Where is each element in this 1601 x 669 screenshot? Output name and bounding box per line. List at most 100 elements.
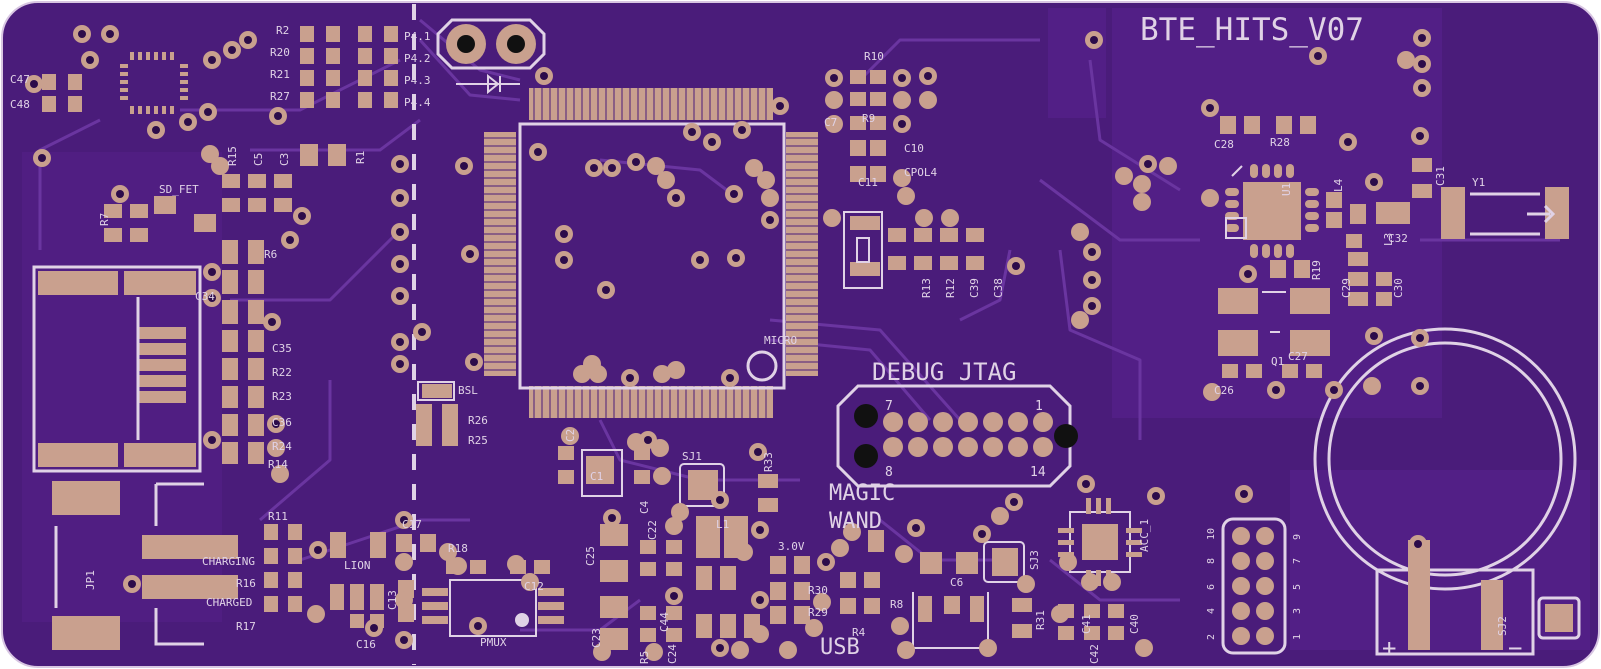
lion-label: LION <box>344 559 371 572</box>
header-num-6: 6 <box>1206 584 1217 590</box>
refdes-r25: R25 <box>468 434 488 447</box>
refdes-c44: C44 <box>658 612 671 632</box>
refdes-c23: C23 <box>590 628 603 648</box>
battery-plus-mark: + <box>1382 634 1396 662</box>
mcu-footprint <box>484 88 818 418</box>
refdes-r12: R12 <box>944 278 957 298</box>
board-title: BTE_HITS_V07 <box>1140 12 1364 48</box>
wand-label: WAND <box>829 509 882 534</box>
refdes-r29: R29 <box>808 606 828 619</box>
refdes-r33: R33 <box>762 452 775 472</box>
header-num-2: 2 <box>1206 634 1217 640</box>
bsl-label: BSL <box>458 384 478 397</box>
refdes-c48: C48 <box>10 98 30 111</box>
y1-label: Y1 <box>1472 176 1485 189</box>
refdes-c41: C41 <box>1080 614 1093 634</box>
header-num-7: 7 <box>1292 558 1303 564</box>
refdes-c27: C27 <box>1288 350 1308 363</box>
debug-jtag-connector <box>836 384 1078 488</box>
charged-label: CHARGED <box>206 596 252 609</box>
refdes-r17: R17 <box>236 620 256 633</box>
refdes-r20: R20 <box>270 46 290 59</box>
refdes-r2: R2 <box>276 24 289 37</box>
jtag-pin-8: 8 <box>885 465 893 480</box>
refdes-r24: R24 <box>272 440 292 453</box>
refdes-r7: R7 <box>98 213 111 226</box>
refdes-c5: C5 <box>252 153 265 166</box>
v30-label: 3.0V <box>778 540 805 553</box>
refdes-c4: C4 <box>638 500 651 514</box>
sj2-pad-outline <box>1537 596 1581 640</box>
refdes-c6: C6 <box>950 576 963 589</box>
refdes-c36: C36 <box>272 416 292 429</box>
battery-minus-mark: − <box>1508 634 1522 662</box>
refdes-c22: C22 <box>646 520 659 540</box>
debug-jtag-label: DEBUG_JTAG <box>872 358 1017 386</box>
refdes-p44: P4.4 <box>404 96 431 109</box>
refdes-c10: C10 <box>904 142 924 155</box>
sj1-label: SJ1 <box>682 450 702 463</box>
sj2-label: SJ2 <box>1496 616 1509 636</box>
usb-label: USB <box>820 635 860 660</box>
acc-label: ACC_1 <box>1138 519 1151 552</box>
refdes-r16: R16 <box>236 577 256 590</box>
refdes-r19: R19 <box>1310 260 1323 280</box>
charging-label: CHARGING <box>202 555 255 568</box>
refdes-p41: P4.1 <box>404 30 431 43</box>
refdes-c24: C24 <box>666 644 679 664</box>
refdes-r9: R9 <box>862 112 875 125</box>
header-num-10: 10 <box>1206 528 1217 540</box>
q1-label: Q1 <box>1271 355 1284 368</box>
refdes-c26: C26 <box>1214 384 1234 397</box>
refdes-r30: R30 <box>808 584 828 597</box>
refdes-c17: C17 <box>402 518 422 531</box>
refdes-p42: P4.2 <box>404 52 431 65</box>
jp1-jumper <box>52 481 238 650</box>
pmux-label: PMUX <box>480 636 507 649</box>
refdes-c13: C13 <box>386 590 399 610</box>
pin-header-2x5 <box>1221 517 1287 655</box>
battery-holder <box>1313 327 1577 656</box>
refdes-r10: R10 <box>864 50 884 63</box>
jtag-pin-14: 14 <box>1030 465 1046 480</box>
sj3-label: SJ3 <box>1028 550 1041 570</box>
refdes-r26: R26 <box>468 414 488 427</box>
refdes-r1: R1 <box>354 151 367 164</box>
refdes-c31: C31 <box>1434 166 1447 186</box>
refdes-c47: C47 <box>10 73 30 86</box>
refdes-p43: P4.3 <box>404 74 431 87</box>
refdes-c28: C28 <box>1214 138 1234 151</box>
sd-card-connector <box>32 265 202 473</box>
cpol-label: CPOL4 <box>904 166 937 179</box>
refdes-r31: R31 <box>1034 610 1047 630</box>
header-num-3: 3 <box>1292 608 1303 614</box>
refdes-r4: R4 <box>852 626 866 639</box>
refdes-c11: C11 <box>858 176 878 189</box>
refdes-c2: C2 <box>564 429 577 442</box>
refdes-r6: R6 <box>264 248 277 261</box>
acc-qfn <box>1058 498 1142 586</box>
refdes-c29: C29 <box>1340 278 1353 298</box>
refdes-c30: C30 <box>1392 278 1405 298</box>
refdes-c38: C38 <box>992 278 1005 298</box>
top-left-qfn <box>120 52 188 114</box>
refdes-c35: C35 <box>272 342 292 355</box>
u1-qfn <box>1225 164 1319 258</box>
top-connector-holes <box>436 18 546 95</box>
header-num-4: 4 <box>1206 608 1217 614</box>
refdes-c32: C32 <box>1388 232 1408 245</box>
refdes-c39: C39 <box>968 278 981 298</box>
refdes-c42: C42 <box>1088 644 1101 664</box>
refdes-r13: R13 <box>920 278 933 298</box>
header-num-5: 5 <box>1292 584 1303 590</box>
refdes-r8: R8 <box>890 598 903 611</box>
jtag-pin-7: 7 <box>885 399 893 414</box>
refdes-l3: L3 <box>1382 233 1395 246</box>
refdes-c34: C34 <box>195 290 215 303</box>
refdes-r27: R27 <box>270 90 290 103</box>
refdes-r28: R28 <box>1270 136 1290 149</box>
refdes-r23: R23 <box>272 390 292 403</box>
c12-label: C12 <box>524 580 544 593</box>
sd-fet-label: SD_FET <box>159 183 199 196</box>
refdes-c3: C3 <box>278 153 291 166</box>
